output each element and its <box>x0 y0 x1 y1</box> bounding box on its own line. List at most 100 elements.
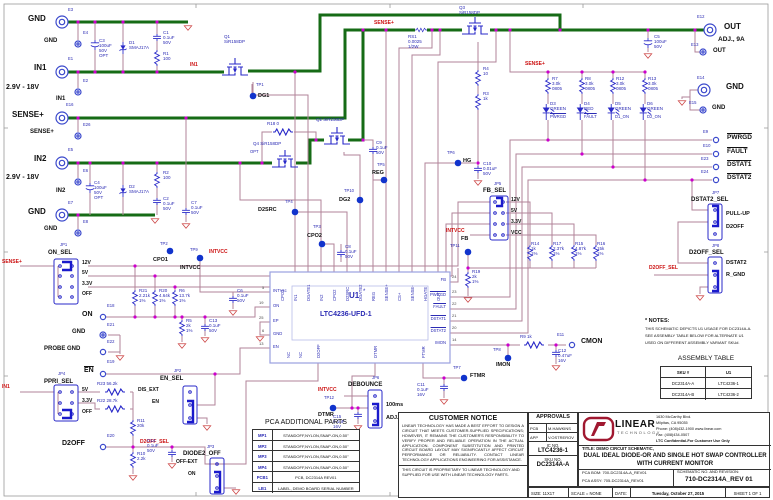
jumper-option: 5V <box>82 387 89 393</box>
mosfet-symbol <box>324 127 350 145</box>
voltage-range-label: 2.9V - 18V <box>6 84 40 91</box>
ic-pin-number: 22 <box>452 301 457 306</box>
component-label: C15 0.1uF 16V <box>333 414 345 430</box>
testpoint-ref: TP5 <box>377 162 385 167</box>
component-label: R4 10 <box>483 66 489 77</box>
resistor-symbol <box>130 420 136 436</box>
ic-pin-number: 21 <box>452 313 457 318</box>
ic-pin-number: 19 <box>259 300 264 305</box>
ic-pin-number: 13 <box>259 341 264 346</box>
net-label: INTVCC <box>209 249 228 255</box>
testpoint-ref: TP6 <box>447 150 455 155</box>
jumper-option: 3.3V <box>511 219 522 225</box>
testpoint-label: CPO1 <box>153 257 168 263</box>
jumper-ref: JP5 <box>494 181 502 186</box>
component-label: RS1 0.0025 1/2W <box>408 34 422 50</box>
testpoint-label: D2SRC <box>258 207 277 213</box>
capacitor-symbol <box>439 384 449 391</box>
net-label: D2OFF_SEL <box>140 439 169 445</box>
notes-line: SEE ASSEMBLY TABLE BELOW FOR ALTERNATE U… <box>645 333 744 338</box>
component-label: R22 28.7k <box>97 398 118 403</box>
schematic-title: DUAL IDEAL DIODE-OR AND SINGLE HOT SWAP … <box>583 453 767 459</box>
capacitor-symbol <box>200 324 210 331</box>
schematic-no-value: 710-DC2314A_REV 01 <box>685 476 753 483</box>
ic-pin-name: EN <box>273 344 279 349</box>
capacitor-symbol <box>152 34 162 41</box>
notes-line: USED ON DIFFERENT ASSEMBLY VARIANT SKU#. <box>645 340 740 345</box>
ic-no-value: LTC4236-1 <box>529 448 577 456</box>
led-function-label: PWRGD <box>550 114 567 119</box>
resistor-symbol <box>179 320 185 336</box>
testpoint-ref: TP4 <box>285 199 293 204</box>
sheet-number: SHEET 1 OF 1 <box>733 490 762 496</box>
net-label: INTVCC <box>446 228 465 234</box>
assembly-cell: LTC4236-1 <box>718 381 739 386</box>
terminal-ref: E18 <box>107 303 115 308</box>
svg-text:FTMR: FTMR <box>421 346 426 358</box>
testpoint-ref: TP1 <box>256 82 264 87</box>
resistor-symbol <box>579 78 585 94</box>
ic-pin-name: FAULT <box>433 304 446 309</box>
component-label: C5 100uF 50V <box>654 34 667 50</box>
ic-pin-number: 6 <box>262 328 265 333</box>
pca-ref: LB1 <box>253 482 273 493</box>
customer-notice-body: LINEAR TECHNOLOGY HAS MADE A BEST EFFORT… <box>402 423 524 463</box>
tvs-diode-symbol <box>119 42 127 54</box>
customer-notice: CUSTOMER NOTICE LINEAR TECHNOLOGY HAS MA… <box>398 412 528 498</box>
resistor-symbol <box>154 172 160 188</box>
testpoint-label: CPO2 <box>307 233 322 239</box>
jumper-name: DEBOUNCE <box>348 382 383 388</box>
mosfet-symbol <box>272 150 298 168</box>
terminal-ref: E22 <box>107 339 115 344</box>
svg-text:D2SRC: D2SRC <box>345 287 350 301</box>
resistor-symbol <box>132 290 138 306</box>
mosfet-symbol <box>222 58 248 76</box>
capacitor-symbol <box>167 450 177 457</box>
pca-desc: STANDOFF,NYLON,SNAP-ON,0.50" <box>283 464 349 470</box>
address-line: Fax: (408)434-0507 <box>656 433 690 437</box>
component-label: D5 GREEN <box>615 101 632 112</box>
component-label: R19 2k 1% <box>472 269 481 285</box>
net-label: SENSE+ <box>525 61 545 67</box>
terminal-label: PROBE GND <box>44 346 81 352</box>
testpoint-label: DTMR <box>318 412 334 418</box>
terminal-ref: E16 <box>66 102 74 107</box>
jumper-option: 100ms <box>386 402 404 408</box>
svg-text:IN1: IN1 <box>293 294 298 301</box>
approvals-role: APP ENG. <box>529 433 547 441</box>
testpoint-ref: TP2 <box>160 241 168 246</box>
component-label: R23 56.2k <box>97 381 118 386</box>
jumper-name: PPRI_SEL <box>44 379 74 385</box>
component-label: R16 15k 1% <box>597 241 606 257</box>
component-label: R17 2.37k 1% <box>553 241 565 257</box>
terminal-label: GND <box>44 226 58 232</box>
component-label: R1 100 <box>163 51 171 62</box>
svg-text:NC: NC <box>286 352 291 358</box>
jumper-option: D2OFF <box>726 224 745 230</box>
led-function-label: D1_ON <box>615 114 629 119</box>
size-label: SIZE: 11X17 <box>529 488 569 497</box>
pca-ref: MP4 <box>253 461 273 471</box>
terminal-ref: E5 <box>68 147 74 152</box>
svg-text:CPO1: CPO1 <box>280 289 285 301</box>
ic-pin-number: 25 <box>259 315 264 320</box>
date-value: Tuesday, October 27, 2015 <box>631 488 726 497</box>
component-label: D2 SMAJ17A <box>129 184 150 195</box>
pca-desc: LABEL, DEMO BOARD SERIAL NUMBER <box>277 485 354 491</box>
component-label: C4 100uF 50V OPT <box>94 180 107 201</box>
address-line: Phone: (408)432-1900 www.linear.com <box>656 427 722 431</box>
component-label: R6 13.7k 1% <box>179 288 191 304</box>
component-label: C6 0.1uF 50V <box>237 288 249 304</box>
capacitor-symbol <box>643 38 653 48</box>
approvals-name: M.HAWKINS <box>548 426 571 431</box>
led-function-label: D2_ON <box>647 114 661 119</box>
component-note: OPT <box>250 149 259 154</box>
svg-text:NC: NC <box>298 352 303 358</box>
jumper-option: 5V <box>82 270 89 276</box>
brand-sub: TECHNOLOGY <box>617 430 662 435</box>
date-label: DATE: <box>613 488 631 497</box>
jumper-option: ON <box>188 471 196 477</box>
terminal-label: OUT <box>724 22 741 31</box>
jumper-name: FB_SEL <box>483 188 507 194</box>
component-label: D1 SMAJ17A <box>129 40 150 51</box>
